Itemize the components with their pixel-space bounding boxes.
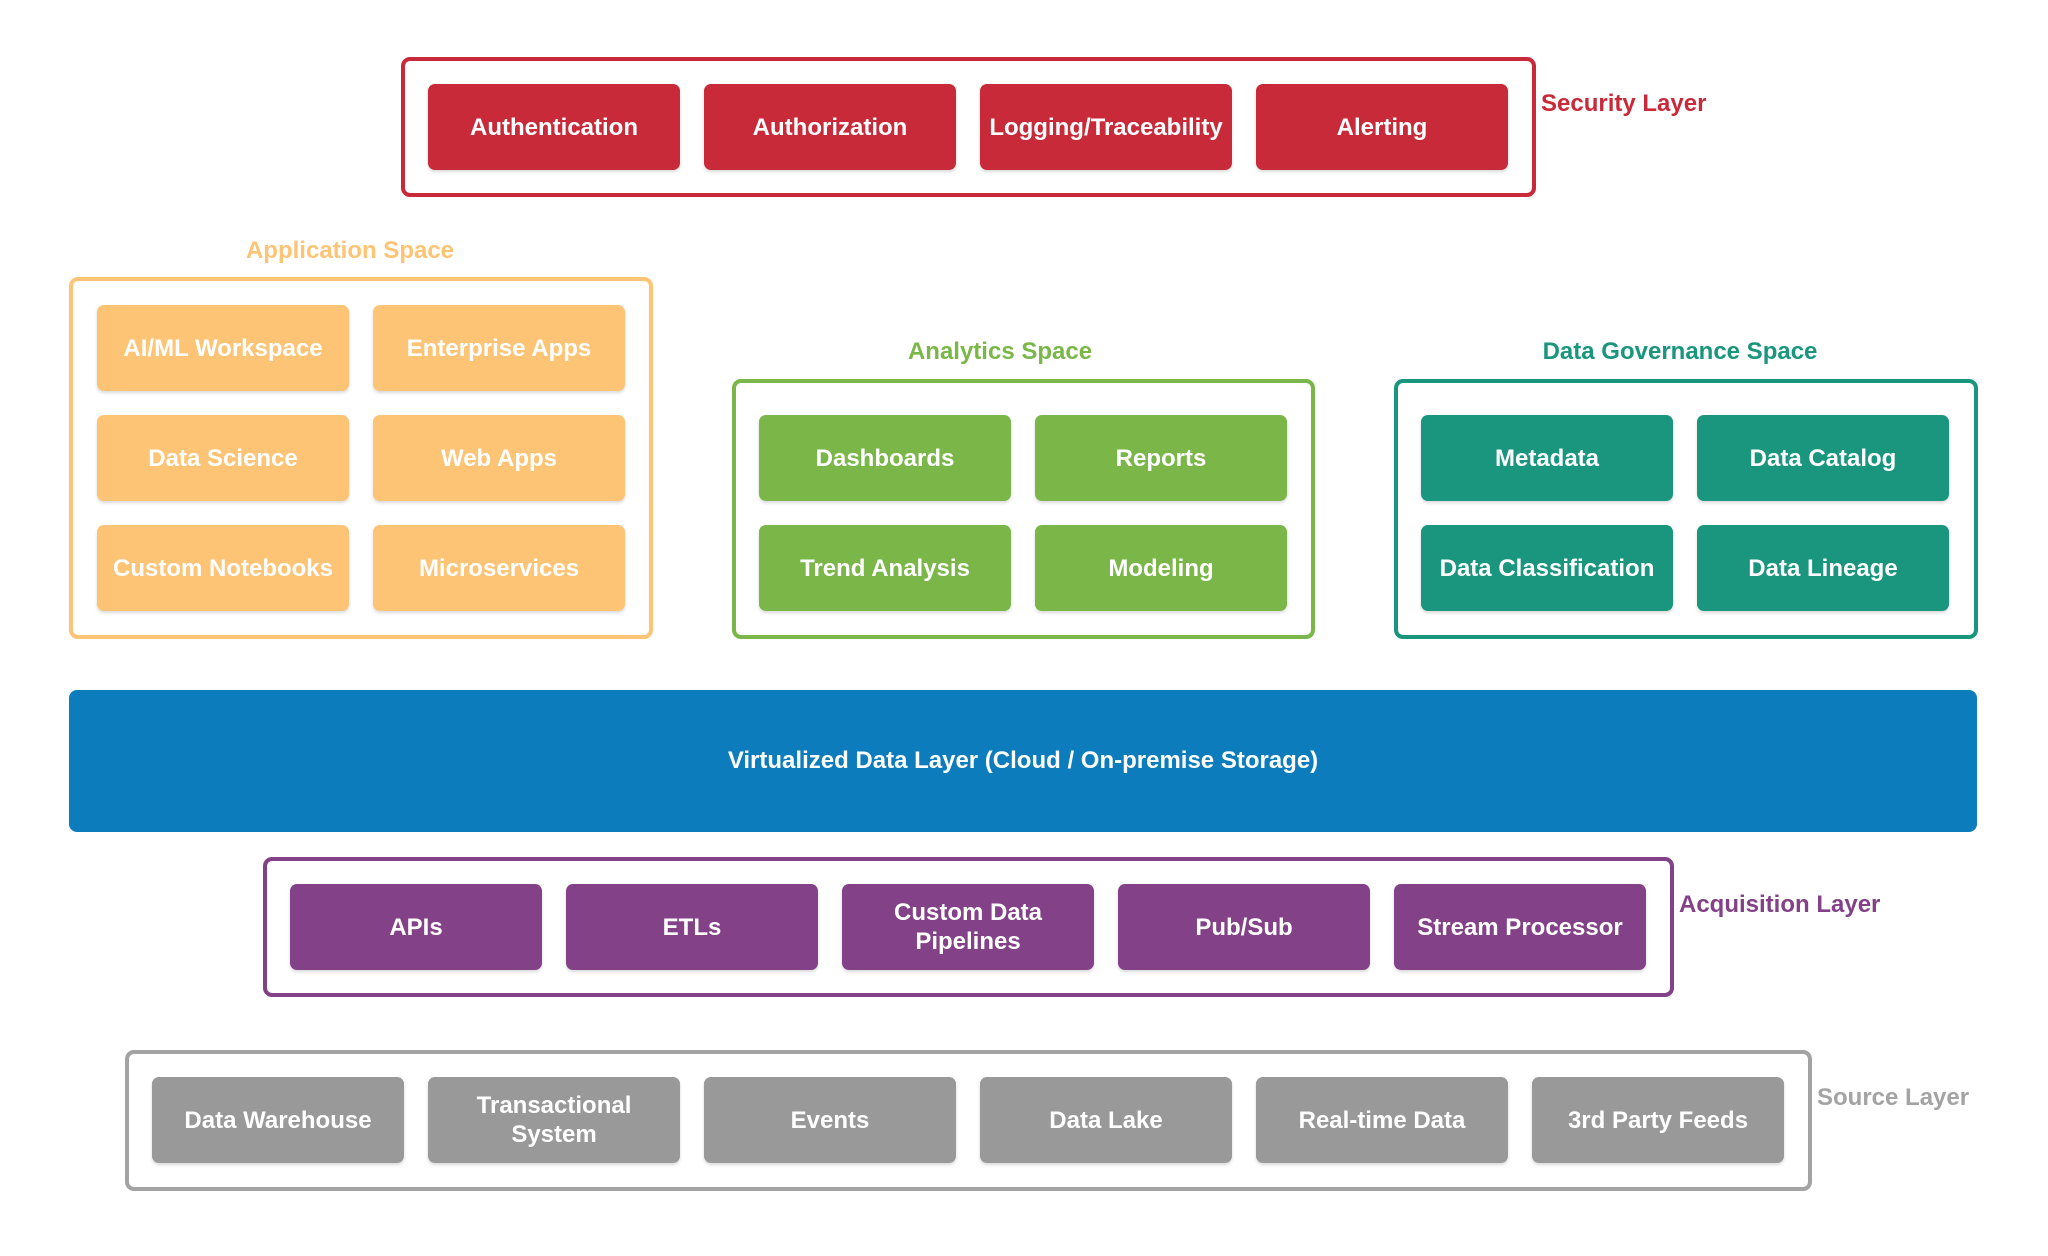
microservices-box[interactable]: Microservices xyxy=(373,525,625,611)
trend-analysis-box[interactable]: Trend Analysis xyxy=(759,525,1011,611)
security-layer-label: Security Layer xyxy=(1541,90,1707,117)
pub-sub-box[interactable]: Pub/Sub xyxy=(1118,884,1370,970)
transactional-system-box[interactable]: Transactional System xyxy=(428,1077,680,1163)
data-classification-box[interactable]: Data Classification xyxy=(1421,525,1673,611)
authentication-box[interactable]: Authentication xyxy=(428,84,680,170)
data-warehouse-box[interactable]: Data Warehouse xyxy=(152,1077,404,1163)
custom-data-pipelines-box[interactable]: Custom Data Pipelines xyxy=(842,884,1094,970)
analytics-space-label: Analytics Space xyxy=(907,338,1093,365)
data-governance-space-label: Data Governance Space xyxy=(1542,338,1818,365)
metadata-box[interactable]: Metadata xyxy=(1421,415,1673,501)
application-space-label: Application Space xyxy=(245,237,455,264)
apis-box[interactable]: APIs xyxy=(290,884,542,970)
alerting-box[interactable]: Alerting xyxy=(1256,84,1508,170)
source-layer-frame xyxy=(125,1050,1812,1191)
stream-processor-box[interactable]: Stream Processor xyxy=(1394,884,1646,970)
dashboards-box[interactable]: Dashboards xyxy=(759,415,1011,501)
logging-traceability-box[interactable]: Logging/Traceability xyxy=(980,84,1232,170)
virtualized-data-layer-label: Virtualized Data Layer (Cloud / On-premi… xyxy=(727,747,1319,774)
authorization-box[interactable]: Authorization xyxy=(704,84,956,170)
events-box[interactable]: Events xyxy=(704,1077,956,1163)
data-lineage-box[interactable]: Data Lineage xyxy=(1697,525,1949,611)
aiml-workspace-box[interactable]: AI/ML Workspace xyxy=(97,305,349,391)
custom-notebooks-box[interactable]: Custom Notebooks xyxy=(97,525,349,611)
data-science-box[interactable]: Data Science xyxy=(97,415,349,501)
etls-box[interactable]: ETLs xyxy=(566,884,818,970)
modeling-box[interactable]: Modeling xyxy=(1035,525,1287,611)
virtualized-data-layer[interactable]: Virtualized Data Layer (Cloud / On-premi… xyxy=(69,690,1977,832)
third-party-feeds-box[interactable]: 3rd Party Feeds xyxy=(1532,1077,1784,1163)
data-lake-box[interactable]: Data Lake xyxy=(980,1077,1232,1163)
reports-box[interactable]: Reports xyxy=(1035,415,1287,501)
source-layer-label: Source Layer xyxy=(1817,1084,1970,1111)
real-time-data-box[interactable]: Real-time Data xyxy=(1256,1077,1508,1163)
web-apps-box[interactable]: Web Apps xyxy=(373,415,625,501)
acquisition-layer-label: Acquisition Layer xyxy=(1679,891,1881,918)
data-catalog-box[interactable]: Data Catalog xyxy=(1697,415,1949,501)
enterprise-apps-box[interactable]: Enterprise Apps xyxy=(373,305,625,391)
